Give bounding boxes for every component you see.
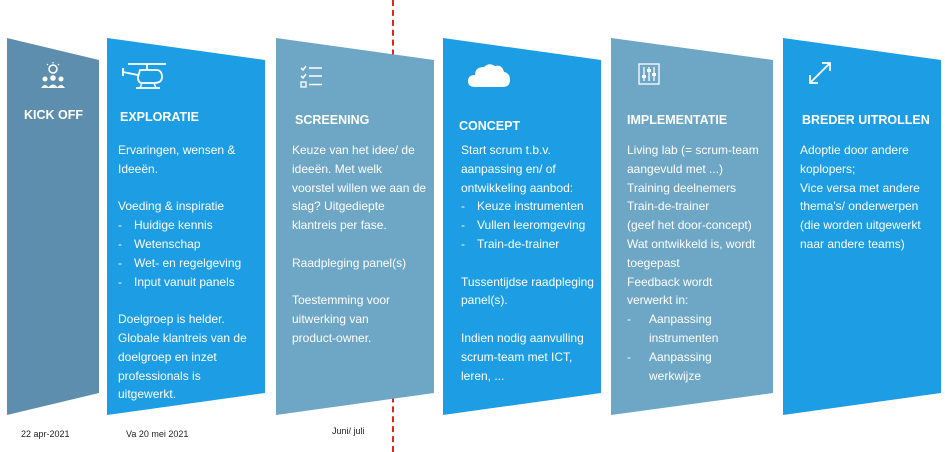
date-label-screening: Juni/ juli bbox=[332, 426, 365, 436]
phase-implementatie-arrow bbox=[611, 38, 773, 415]
phase-title-implementatie: IMPLEMENTATIE bbox=[627, 113, 728, 127]
text-line: ontwikkeling aanbod: bbox=[461, 180, 574, 195]
date-label-kickoff: 22 apr-2021 bbox=[21, 429, 70, 439]
text-line: scrum-team met ICT, bbox=[461, 349, 573, 364]
text-line: klantreis per fase. bbox=[292, 218, 387, 233]
phase-body-concept: Start scrum t.b.v. aanpassing en/ of ont… bbox=[461, 141, 606, 385]
phase-kickoff-arrow bbox=[7, 38, 99, 415]
checklist-icon bbox=[300, 65, 322, 88]
text-line: Tussentijdse raadpleging bbox=[461, 274, 594, 289]
text-line: Adoptie door andere bbox=[800, 143, 909, 157]
text-line: ideeën. Met welk bbox=[292, 161, 383, 176]
text-line: (die worden uitgewerkt bbox=[800, 218, 921, 233]
phase-uitrollen: BREDER UITROLLEN Adoptie door andere kop… bbox=[783, 38, 945, 415]
text-line: Wat ontwikkeld is, wordt bbox=[627, 236, 756, 251]
text-line: Indien nodig aanvulling bbox=[461, 330, 584, 345]
phase-title-exploratie: EXPLORATIE bbox=[120, 110, 199, 124]
team-idea-icon bbox=[41, 62, 65, 88]
text-line: Start scrum t.b.v. bbox=[461, 143, 551, 157]
phase-concept: CONCEPT Start scrum t.b.v. aanpassing en… bbox=[443, 38, 605, 415]
text-line: panel(s). bbox=[461, 293, 508, 308]
text-line: uitgewerkt. bbox=[118, 387, 177, 402]
list-item: -Train-de-trainer bbox=[461, 236, 560, 251]
text-line: Ervaringen, wensen & bbox=[118, 143, 236, 157]
sliders-icon bbox=[638, 63, 660, 85]
phase-title-screening: SCREENING bbox=[295, 113, 370, 127]
text-line: uitwerking van bbox=[292, 312, 369, 327]
text-line: Training deelnemers bbox=[627, 180, 736, 195]
phase-exploratie-arrow bbox=[107, 38, 265, 415]
text-line: Train-de-trainer bbox=[627, 199, 710, 214]
phase-body-screening: Keuze van het idee/ de ideeën. Met welk … bbox=[292, 141, 442, 348]
list-item: -Huidige kennis bbox=[118, 218, 213, 233]
text-line: Feedback wordt bbox=[627, 274, 713, 289]
phase-uitrollen-arrow bbox=[783, 38, 941, 415]
text-line: Toestemming voor bbox=[292, 293, 391, 308]
text-line: doelgroep en inzet bbox=[118, 349, 217, 364]
text-line: toegepast bbox=[627, 255, 680, 270]
text-line: Doelgroep is helder. bbox=[118, 312, 225, 327]
phase-title-kickoff: KICK OFF bbox=[24, 108, 84, 122]
phase-kickoff: KICK OFF bbox=[7, 38, 103, 415]
text-line: professionals is bbox=[118, 368, 201, 383]
text-line: verwerkt in: bbox=[627, 293, 689, 308]
list-item: -Wet- en regelgeving bbox=[118, 255, 242, 270]
phase-concept-arrow bbox=[443, 38, 601, 415]
text-line: naar andere teams) bbox=[800, 236, 905, 251]
phase-title-concept: CONCEPT bbox=[459, 119, 521, 133]
phase-screening: SCREENING Keuze van het idee/ de ideeën.… bbox=[276, 38, 438, 415]
text-line: slag? Uitgediepte bbox=[292, 199, 385, 214]
list-item: -Vullen leeromgeving bbox=[461, 218, 586, 233]
cloud-icon bbox=[468, 64, 510, 87]
text-line: Keuze van het idee/ de bbox=[292, 143, 415, 157]
helicopter-icon bbox=[122, 63, 166, 89]
text-line: (geef het door-concept) bbox=[627, 218, 752, 233]
text-line: aangevuld met ...) bbox=[627, 161, 724, 176]
phase-implementatie: IMPLEMENTATIE Living lab (= scrum-team a… bbox=[611, 38, 777, 415]
text-line: leren, ... bbox=[461, 368, 505, 383]
text-line: voorstel willen we aan de bbox=[292, 180, 427, 195]
phase-screening-arrow bbox=[276, 38, 434, 415]
text-line: aanpassing en/ of bbox=[461, 161, 556, 176]
text-line: Voeding & inspiratie bbox=[118, 199, 225, 214]
list-item: -Wetenschap bbox=[118, 236, 201, 251]
text-line: Ideeën. bbox=[118, 161, 159, 176]
phase-body-uitrollen: Adoptie door andere koplopers; Vice vers… bbox=[800, 141, 945, 254]
text-line: Globale klantreis van de bbox=[118, 330, 247, 345]
expand-arrow-icon bbox=[809, 62, 831, 84]
phase-body-exploratie: Ervaringen, wensen & Ideeën. Voeding & i… bbox=[118, 141, 268, 404]
text-line: Vice versa met andere bbox=[800, 180, 920, 195]
text-line: Raadpleging panel(s) bbox=[292, 255, 407, 270]
date-label-exploratie: Va 20 mei 2021 bbox=[126, 429, 189, 439]
text-line: product-owner. bbox=[292, 330, 372, 345]
list-item: -Input vanuit panels bbox=[118, 274, 235, 289]
phase-exploratie: EXPLORATIE Ervaringen, wensen & Ideeën. … bbox=[107, 38, 269, 415]
phase-body-implementatie: Living lab (= scrum-team aangevuld met .… bbox=[627, 141, 777, 385]
text-line: koplopers; bbox=[800, 161, 856, 176]
phase-title-uitrollen: BREDER UITROLLEN bbox=[802, 113, 930, 127]
list-item: -Keuze instrumenten bbox=[461, 199, 584, 214]
text-line: thema's/ onderwerpen bbox=[800, 199, 919, 214]
text-line: Living lab (= scrum-team bbox=[627, 143, 759, 157]
